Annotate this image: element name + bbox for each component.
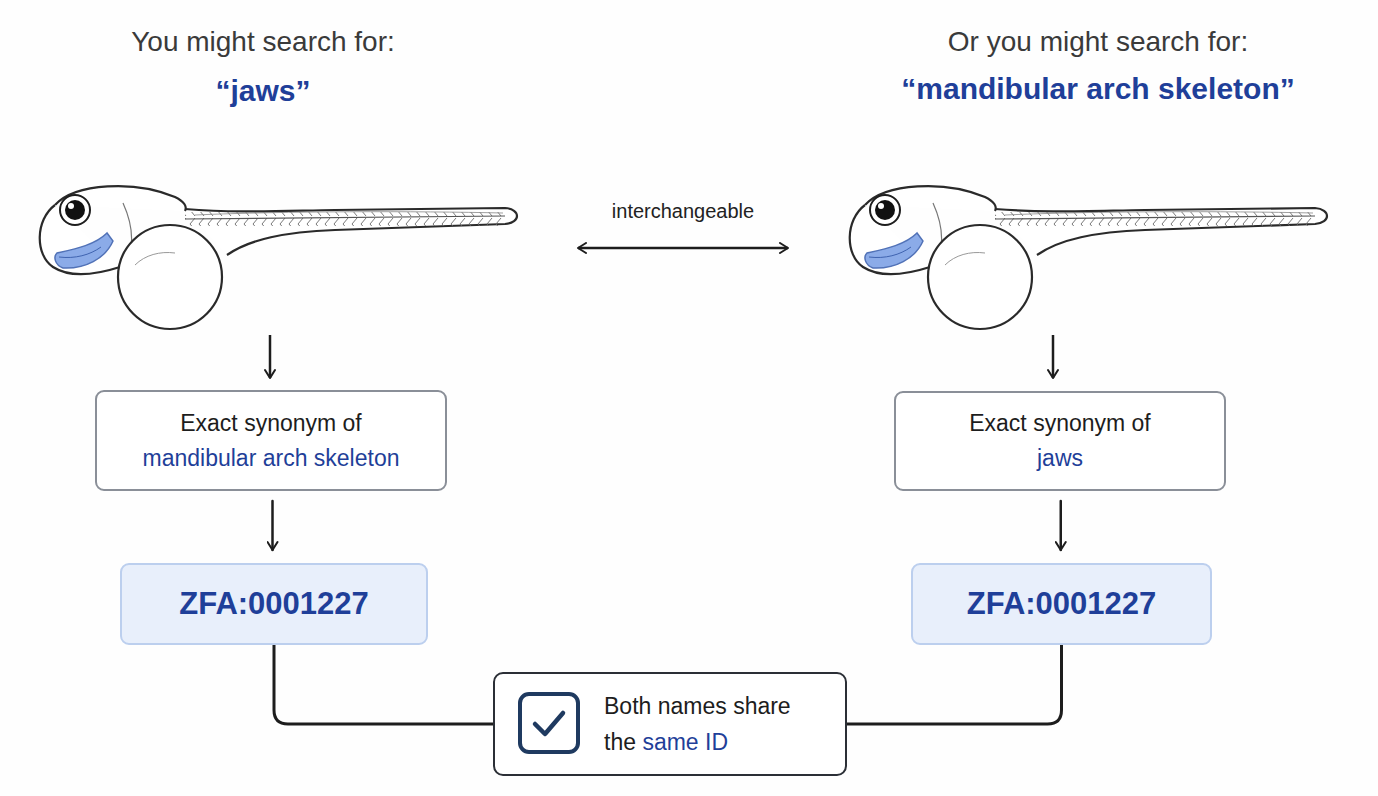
node-text: ZFA:0001227 xyxy=(967,586,1157,622)
search-term: “mandibular arch skeleton” xyxy=(901,72,1294,106)
id-box: ZFA:0001227 xyxy=(911,563,1212,645)
double-arrow xyxy=(578,247,788,250)
text-wrap: Both names share thesame ID xyxy=(604,688,809,760)
relation-label: interchangeable xyxy=(612,200,754,223)
checkbox-icon xyxy=(517,691,581,755)
node-text: Exact synonym of xyxy=(180,406,362,441)
elbow-connector xyxy=(274,645,493,724)
node-text: ZFA:0001227 xyxy=(179,586,369,622)
node-highlight: mandibular arch skeleton xyxy=(143,441,400,476)
flow-arrow xyxy=(271,501,274,550)
zebrafish-larva xyxy=(850,186,1327,329)
id-box: ZFA:0001227 xyxy=(120,563,428,645)
search-term: “jaws” xyxy=(215,74,310,108)
down-arrow xyxy=(269,335,272,378)
node-highlight: jaws xyxy=(1037,441,1083,476)
synonym-box: Exact synonym ofjaws xyxy=(894,391,1226,491)
down-arrow xyxy=(1052,335,1055,378)
elbow-connector xyxy=(847,645,1062,724)
search-prompt: Or you might search for: xyxy=(948,26,1248,58)
node-text: Exact synonym of xyxy=(969,406,1151,441)
search-prompt: You might search for: xyxy=(131,26,395,58)
synonym-box: Exact synonym ofmandibular arch skeleton xyxy=(95,390,447,491)
flow-arrow xyxy=(1060,501,1063,550)
node-highlight: same ID xyxy=(642,729,728,755)
zebrafish-larva xyxy=(40,186,517,329)
